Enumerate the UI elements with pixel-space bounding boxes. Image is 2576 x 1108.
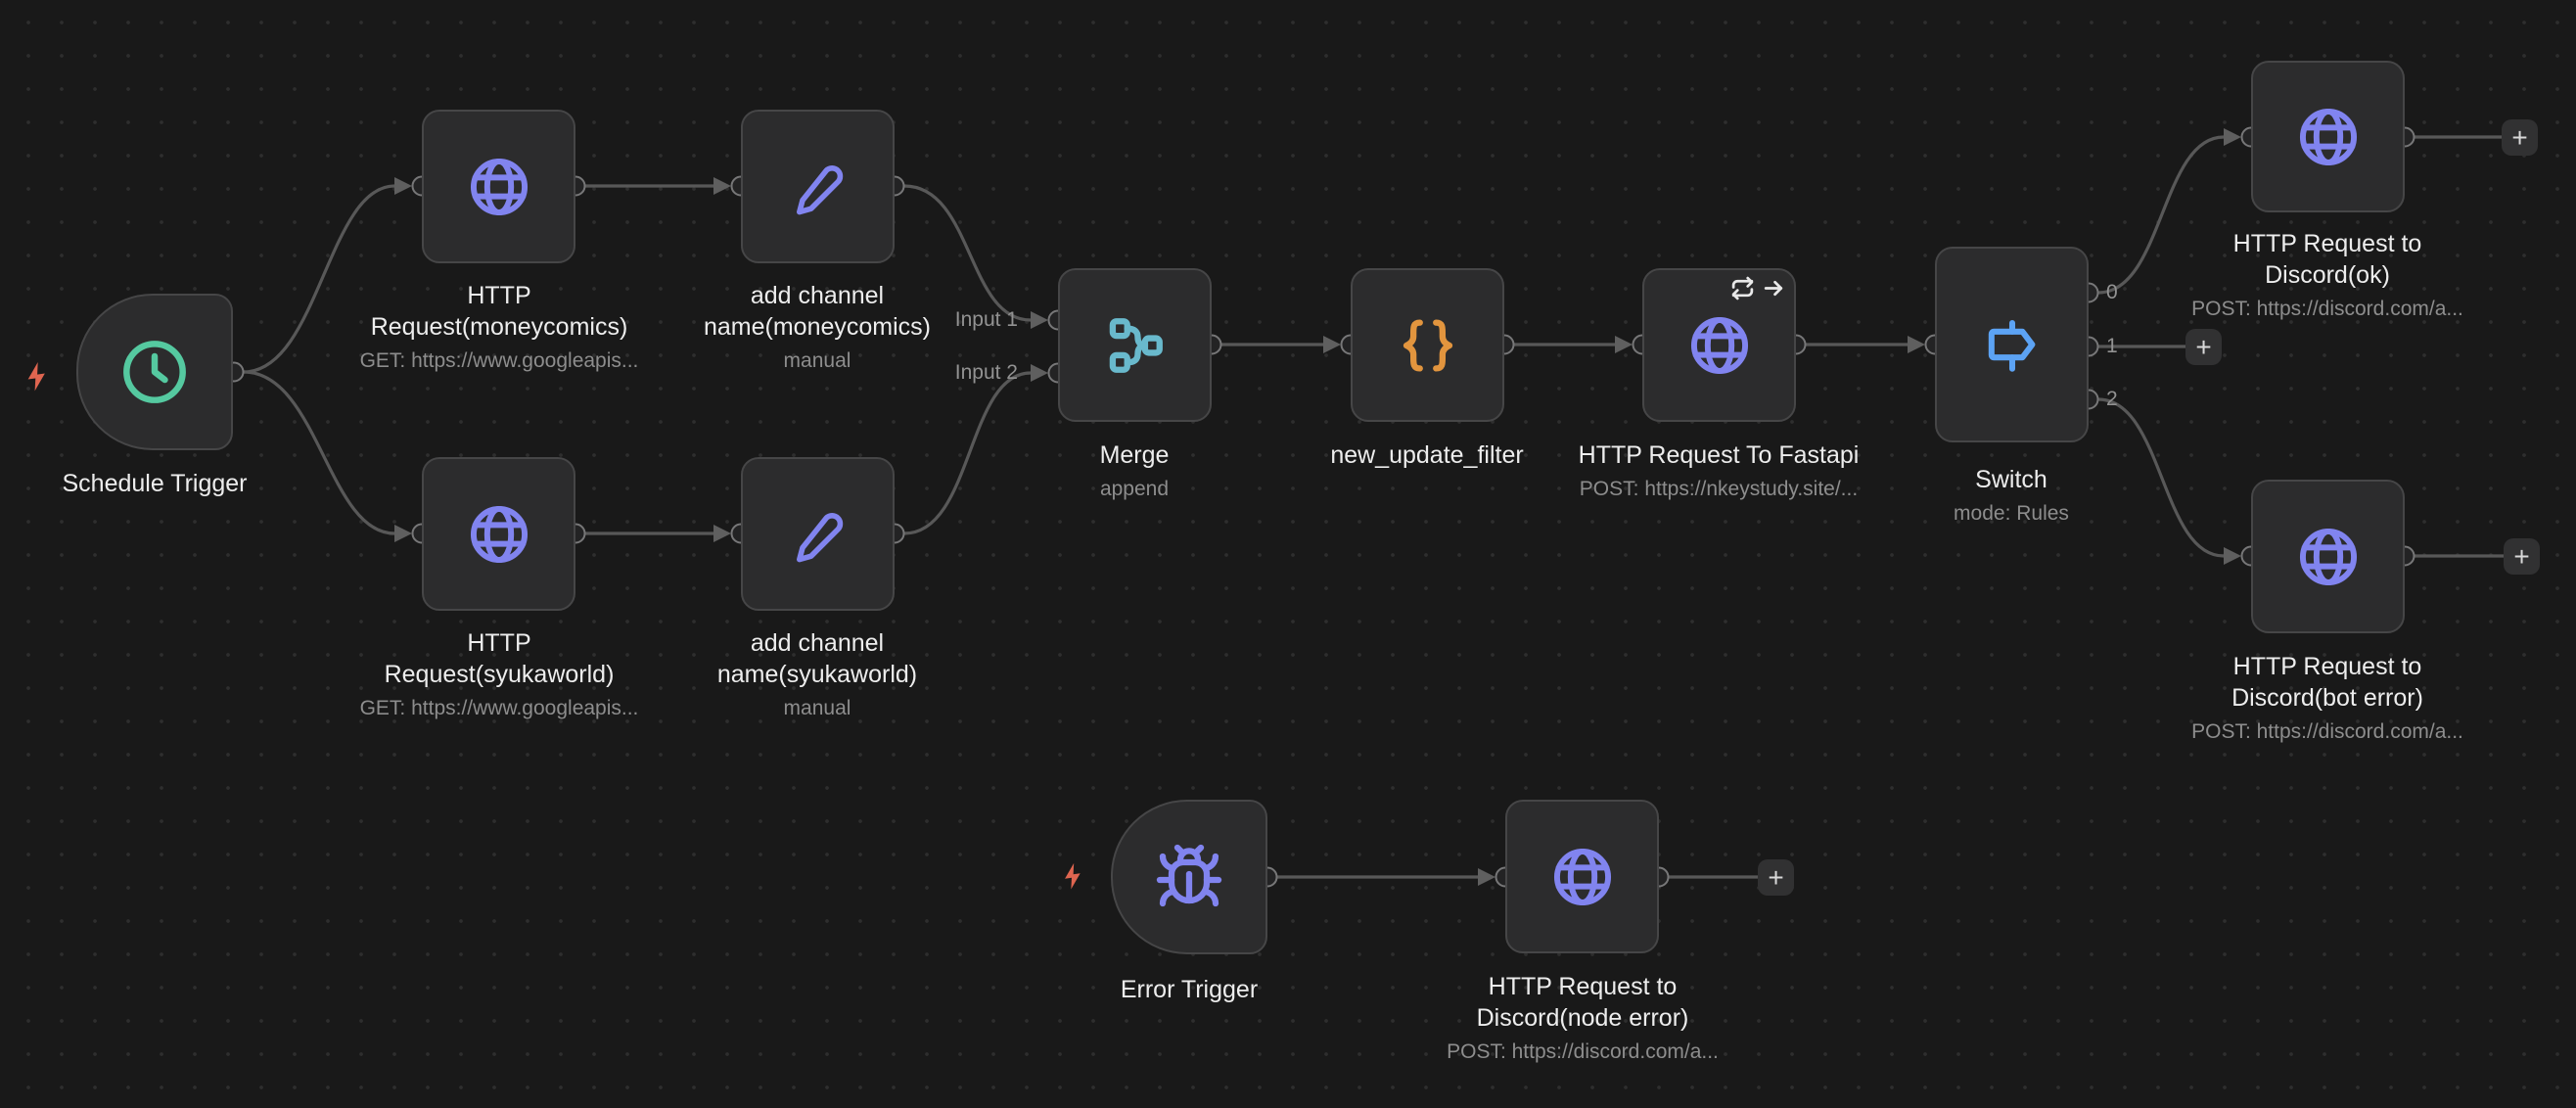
switch-output-2-label: 2 <box>2106 388 2118 410</box>
node-schedule-trigger[interactable] <box>76 294 233 450</box>
node-http-request-to-discord-bot-error[interactable] <box>2251 480 2405 633</box>
node-title: HTTP Request to Discord(ok) <box>2232 230 2422 289</box>
add-node-button[interactable]: + <box>2504 538 2540 575</box>
globe-icon <box>470 158 528 215</box>
globe-icon <box>2299 108 2357 165</box>
arrowhead <box>394 525 412 542</box>
arrowhead <box>2224 128 2241 146</box>
merge-input-2-label: Input 2 <box>954 361 1018 384</box>
node-title: HTTP Request to Discord(node error) <box>1476 973 1689 1032</box>
retry-icon <box>1731 276 1754 300</box>
node-title: HTTP Request To Fastapi <box>1578 441 1860 469</box>
connection[interactable] <box>2097 135 2225 295</box>
globe-icon <box>2299 528 2357 585</box>
node-subtitle: manual <box>783 697 851 719</box>
clock-icon <box>123 341 186 403</box>
arrowhead <box>1478 868 1495 886</box>
node-http-request-moneycomics[interactable] <box>422 110 575 263</box>
node-subtitle: append <box>1099 478 1170 500</box>
node-subtitle: POST: https://discord.com/a... <box>1447 1040 1719 1063</box>
node-error-trigger[interactable] <box>1111 800 1267 954</box>
merge-input-1-label: Input 1 <box>954 308 1018 331</box>
node-label: HTTP Request to Discord(ok) POST: https:… <box>2181 228 2474 321</box>
connection[interactable] <box>903 184 1032 322</box>
node-title: new_update_filter <box>1330 441 1524 469</box>
trigger-bolt-icon <box>1059 859 1088 893</box>
node-subtitle: GET: https://www.googleapis... <box>359 697 639 719</box>
node-http-request-to-discord-ok[interactable] <box>2251 61 2405 212</box>
node-settings-icons <box>1730 276 1786 300</box>
arrowhead <box>1323 336 1341 353</box>
node-switch[interactable] <box>1935 247 2089 442</box>
node-merge[interactable] <box>1058 268 1212 422</box>
node-subtitle: mode: Rules <box>1954 502 2069 525</box>
node-label: add channel name(moneycomics) manual <box>670 280 964 373</box>
connection[interactable] <box>243 184 395 374</box>
node-label: HTTP Request(moneycomics) GET: https://w… <box>352 280 646 373</box>
node-http-request-to-discord-node-error[interactable] <box>1505 800 1659 953</box>
node-title: Schedule Trigger <box>62 470 248 497</box>
node-subtitle: POST: https://nkeystudy.site/... <box>1579 478 1859 500</box>
node-http-request-syukaworld[interactable] <box>422 457 575 611</box>
bug-icon <box>1156 844 1222 907</box>
connection[interactable] <box>2097 397 2225 558</box>
node-label: add channel name(syukaworld) manual <box>670 627 964 720</box>
node-label: HTTP Request to Discord(node error) POST… <box>1436 971 1729 1064</box>
globe-icon <box>1690 316 1748 374</box>
add-node-button[interactable]: + <box>1758 859 1794 896</box>
node-title: HTTP Request to Discord(bot error) <box>2231 653 2423 712</box>
node-label: Merge append <box>968 439 1301 501</box>
node-title: Switch <box>1975 466 2047 493</box>
add-node-button[interactable]: + <box>2502 119 2538 156</box>
merge-icon <box>1109 317 1163 373</box>
node-title: add channel name(moneycomics) <box>703 282 931 341</box>
pencil-icon <box>796 164 843 214</box>
arrowhead <box>1031 364 1048 382</box>
node-title: HTTP Request(syukaworld) <box>384 629 615 688</box>
node-subtitle: manual <box>783 349 851 372</box>
arrow-right-icon <box>1764 280 1783 297</box>
switch-output-1-label: 1 <box>2106 335 2118 357</box>
node-subtitle: POST: https://discord.com/a... <box>2191 720 2463 743</box>
arrowhead <box>713 177 731 195</box>
node-label: HTTP Request to Discord(bot error) POST:… <box>2181 651 2474 744</box>
node-new-update-filter[interactable] <box>1351 268 1504 422</box>
node-label: HTTP Request(syukaworld) GET: https://ww… <box>352 627 646 720</box>
arrowhead <box>1908 336 1925 353</box>
node-title: add channel name(syukaworld) <box>716 629 918 688</box>
trigger-bolt-icon <box>22 358 54 394</box>
arrowhead <box>1615 336 1633 353</box>
node-label: new_update_filter <box>1221 439 1633 471</box>
node-label: HTTP Request To Fastapi POST: https://nk… <box>1494 439 1944 501</box>
node-title: Merge <box>1099 441 1170 469</box>
arrowhead <box>713 525 731 542</box>
node-add-channel-name-moneycomics[interactable] <box>741 110 895 263</box>
node-title: HTTP Request(moneycomics) <box>370 282 628 341</box>
node-title: Error Trigger <box>1120 976 1259 1003</box>
node-subtitle: GET: https://www.googleapis... <box>359 349 639 372</box>
signpost-icon <box>1988 319 2035 372</box>
arrowhead <box>394 177 412 195</box>
switch-output-0-label: 0 <box>2106 281 2118 303</box>
node-subtitle: POST: https://discord.com/a... <box>2191 298 2463 320</box>
node-label: Error Trigger <box>1023 974 1356 1005</box>
arrowhead <box>2224 547 2241 565</box>
node-label: Schedule Trigger <box>0 468 321 499</box>
node-http-request-to-fastapi[interactable] <box>1642 268 1796 422</box>
globe-icon <box>470 505 528 563</box>
node-add-channel-name-syukaworld[interactable] <box>741 457 895 611</box>
globe-icon <box>1553 848 1611 905</box>
code-braces-icon <box>1403 318 1452 372</box>
pencil-icon <box>796 512 843 562</box>
node-label: Switch mode: Rules <box>1845 464 2178 526</box>
add-node-button[interactable]: + <box>2185 329 2222 365</box>
connection[interactable] <box>903 371 1032 535</box>
arrowhead <box>1031 311 1048 329</box>
connection[interactable] <box>243 370 395 535</box>
